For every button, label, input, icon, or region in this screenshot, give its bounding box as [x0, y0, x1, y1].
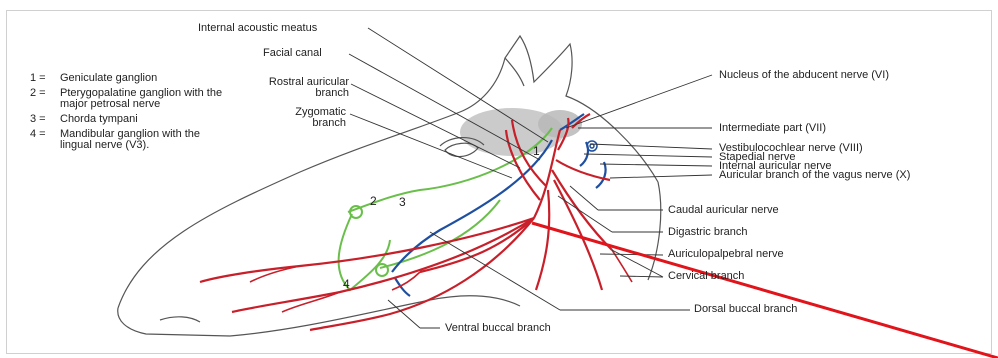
- label-nucleus-abducent-nerve: Nucleus of the abducent nerve (VI): [719, 70, 889, 81]
- label-caudal-auricular-nerve: Caudal auricular nerve: [668, 205, 779, 216]
- legend-key: 1 =: [30, 73, 60, 84]
- label-rostral-auricular-branch: Rostral auricular branch: [247, 77, 349, 99]
- label-internal-acoustic-meatus: Internal acoustic meatus: [198, 23, 317, 34]
- legend-item: 4 = Mandibular ganglion with the lingual…: [30, 129, 230, 151]
- legend-text: Geniculate ganglion: [60, 73, 230, 84]
- legend: 1 = Geniculate ganglion 2 = Pterygopalat…: [30, 73, 230, 155]
- legend-item: 3 = Chorda tympani: [30, 114, 230, 125]
- legend-item: 1 = Geniculate ganglion: [30, 73, 230, 84]
- legend-key: 2 =: [30, 88, 60, 110]
- label-ventral-buccal-branch: Ventral buccal branch: [445, 323, 551, 334]
- marker-2: 2: [370, 196, 377, 207]
- label-facial-canal: Facial canal: [263, 48, 322, 59]
- label-auriculopalpebral-nerve: Auriculopalpebral nerve: [668, 249, 784, 260]
- legend-key: 3 =: [30, 114, 60, 125]
- label-intermediate-part: Intermediate part (VII): [719, 123, 826, 134]
- leader-lines: [349, 28, 712, 328]
- label-auricular-branch-vagus: Auricular branch of the vagus nerve (X): [719, 170, 910, 181]
- label-dorsal-buccal-branch: Dorsal buccal branch: [694, 304, 797, 315]
- label-zygomatic-branch: Zygomatic branch: [284, 107, 346, 129]
- marker-3: 3: [399, 197, 406, 208]
- marker-1: 1: [533, 146, 540, 157]
- legend-text: Chorda tympani: [60, 114, 230, 125]
- pointer-line: [532, 223, 998, 358]
- marker-4: 4: [343, 279, 350, 290]
- legend-key: 4 =: [30, 129, 60, 151]
- label-digastric-branch: Digastric branch: [668, 227, 747, 238]
- label-cervical-branch: Cervical branch: [668, 271, 744, 282]
- legend-item: 2 = Pterygopalatine ganglion with the ma…: [30, 88, 230, 110]
- minor-red-branches: [250, 250, 632, 312]
- legend-text: Pterygopalatine ganglion with the major …: [60, 88, 230, 110]
- legend-text: Mandibular ganglion with the lingual ner…: [60, 129, 230, 151]
